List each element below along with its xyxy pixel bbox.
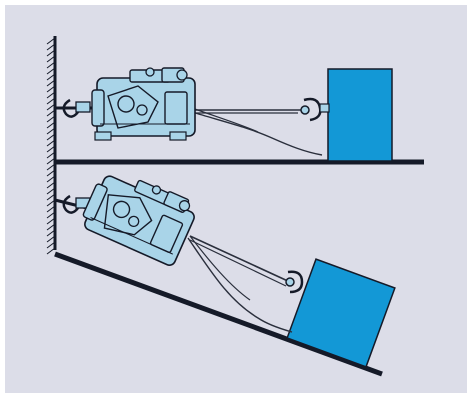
wall-hatch-mark — [46, 175, 56, 183]
wall-hatch-mark — [46, 193, 56, 201]
wall-hatch-mark — [46, 43, 56, 51]
wall-hatch-mark — [46, 229, 56, 237]
wall-hatch-mark — [46, 235, 56, 243]
wall-hook-icon — [55, 98, 98, 118]
ground-line-incline — [54, 251, 383, 377]
wall-hatch-mark — [46, 79, 56, 87]
wall-hatch-mark — [46, 169, 56, 177]
wall-hatch-mark — [46, 67, 56, 75]
wall-hatch-mark — [46, 139, 56, 147]
wall-hatch-mark — [46, 217, 56, 225]
wall-hatch-mark — [46, 211, 56, 219]
wall-hatch-mark — [46, 187, 56, 195]
wall-hatch-mark — [46, 127, 56, 135]
slack-rope-inclined — [187, 237, 293, 333]
wall-hatch-mark — [46, 163, 56, 171]
slack-rope — [191, 111, 323, 156]
wall-hatch-mark — [46, 49, 56, 57]
load-box-icon — [327, 68, 393, 162]
taut-rope-inclined — [189, 235, 291, 283]
wall-hatch-mark — [46, 133, 56, 141]
wall-hatch-mark — [46, 91, 56, 99]
wall-hatch-mark — [46, 199, 56, 207]
diagram-background — [5, 5, 467, 393]
wall-hatch-mark — [46, 61, 56, 69]
wall-hatch-mark — [46, 151, 56, 159]
inclined-pull-scene — [54, 175, 396, 377]
hook-icon-inclined — [285, 270, 304, 294]
wall-hatch-mark — [46, 121, 56, 129]
wall-hatch-mark — [46, 115, 56, 123]
hatched-wall-icon — [46, 36, 57, 255]
wall-hatch-mark — [46, 55, 56, 63]
wall-hatch-mark — [46, 241, 56, 249]
hook-icon — [300, 97, 330, 122]
load-box-icon-inclined — [286, 258, 396, 368]
wall-hatch-mark — [46, 85, 56, 93]
wall-hatch-mark — [46, 247, 56, 255]
horizontal-pull-scene — [55, 67, 424, 165]
wall-hatch-mark — [46, 109, 56, 117]
wall-hatch-mark — [46, 181, 56, 189]
winch-icon — [91, 67, 196, 141]
wall-hatch-mark — [46, 157, 56, 165]
wall-hatch-mark — [46, 37, 56, 45]
wall-hatch-mark — [46, 97, 56, 105]
wall-hatch-mark — [46, 145, 56, 153]
winch-icon-inclined — [82, 175, 195, 266]
wall-hatch-mark — [46, 205, 56, 213]
wall-hatch-mark — [46, 103, 56, 111]
wall-hatch-mark — [46, 223, 56, 231]
wall-hatch-mark — [46, 73, 56, 81]
